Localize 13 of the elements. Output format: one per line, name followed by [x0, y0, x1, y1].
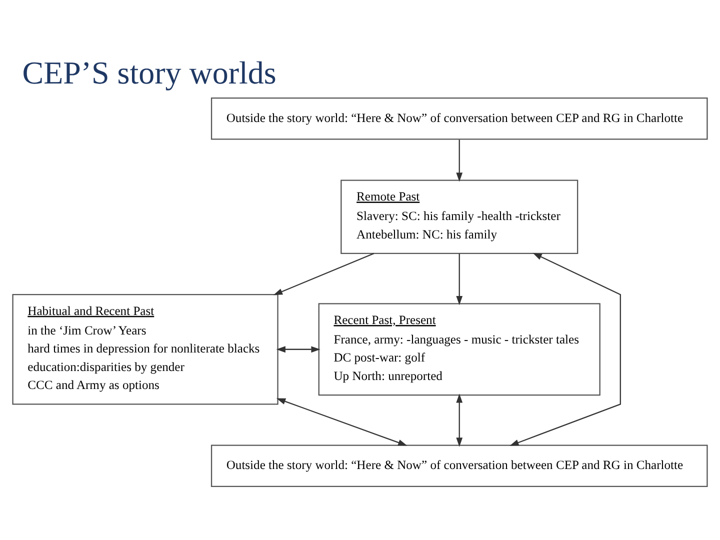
arrow — [456, 140, 463, 182]
arrow — [276, 398, 408, 446]
arrow — [456, 394, 463, 447]
arrow — [456, 254, 463, 306]
diagram-title: CEP’S story worlds — [22, 56, 276, 91]
arrow — [273, 252, 374, 296]
node-box: Habitual and Recent Past in the ‘Jim Crow’ Years hard times in depression for nonliterate blacks education:disparities by gender CCC and Army as options — [12, 294, 278, 405]
arrow — [510, 252, 621, 446]
node-box: Remote Past Slavery: SC: his family -health -trickster Antebellum: NC: his family — [340, 180, 578, 254]
node-box: Outside the story world: “Here & Now” of conversation between CEP and RG in Charlotte — [210, 98, 708, 140]
arrow — [276, 346, 320, 353]
node-box: Recent Past, Present France, army: -languages - music - trickster tales DC post-war: golf Up North: unreported — [318, 303, 600, 396]
node-box: Outside the story world: “Here & Now” of conversation between CEP and RG in Charlotte — [210, 444, 708, 487]
